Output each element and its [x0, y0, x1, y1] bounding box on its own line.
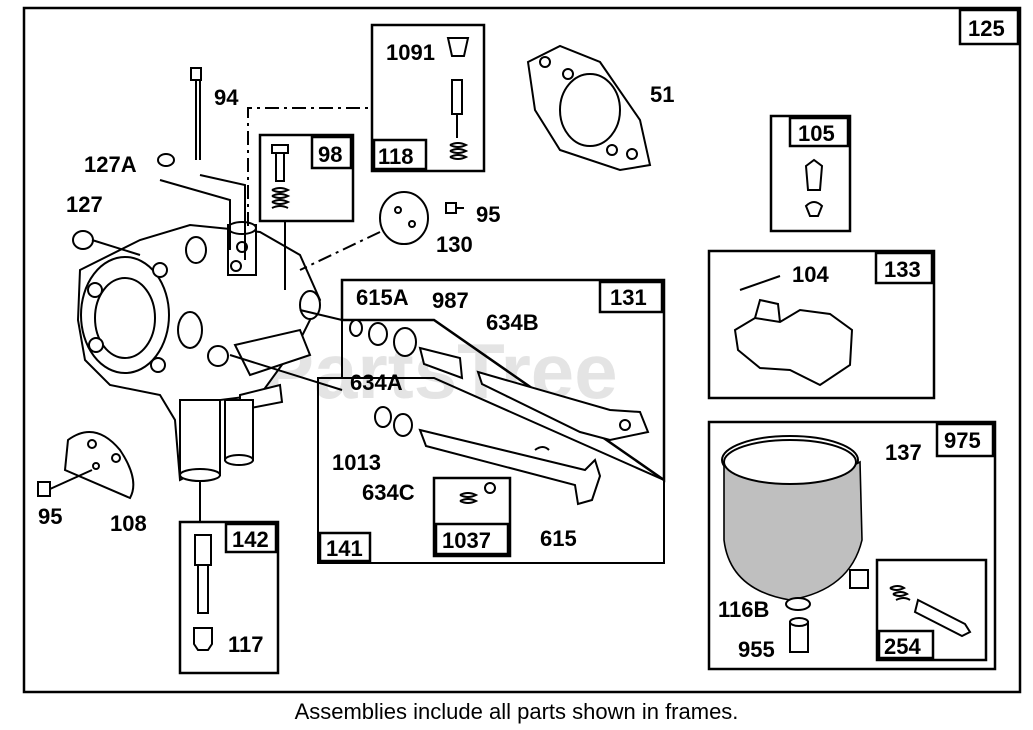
- frame-label-254: 254: [884, 634, 921, 659]
- frame-142[interactable]: [178, 520, 280, 675]
- frame-105[interactable]: [769, 114, 852, 233]
- label-987: 987: [432, 288, 469, 313]
- leader-141: [229, 354, 343, 391]
- label-127: 127: [66, 192, 103, 217]
- part-95-screw-top[interactable]: [445, 202, 464, 214]
- label-94: 94: [214, 85, 239, 110]
- label-108: 108: [110, 511, 147, 536]
- frame-118[interactable]: [370, 23, 486, 173]
- frame-141[interactable]: [317, 377, 665, 564]
- label-1013: 1013: [332, 450, 381, 475]
- label-634c: 634C: [362, 480, 415, 505]
- label-116b: 116B: [718, 597, 769, 622]
- label-955: 955: [738, 637, 775, 662]
- label-95-bottom: 95: [38, 504, 62, 529]
- part-130-plate[interactable]: [379, 191, 429, 245]
- part-95-screw-bottom[interactable]: [37, 469, 93, 497]
- frame-133[interactable]: [707, 249, 936, 400]
- frame-tag-125: [958, 8, 1020, 46]
- label-127a: 127A: [84, 152, 137, 177]
- leader-131: [299, 309, 343, 321]
- connector-130: [299, 231, 381, 271]
- part-51-gasket[interactable]: [526, 44, 652, 172]
- frame-label-125: 125: [968, 16, 1005, 41]
- frame-label-131: 131: [610, 285, 647, 310]
- label-137: 137: [885, 440, 922, 465]
- caption: Assemblies include all parts shown in fr…: [294, 699, 739, 724]
- frame-label-133: 133: [884, 257, 921, 282]
- label-130: 130: [436, 232, 473, 257]
- frame-label-1037: 1037: [442, 528, 491, 553]
- label-117: 117: [228, 632, 264, 657]
- part-127a-plug[interactable]: [157, 153, 231, 250]
- frame-label-142: 142: [232, 527, 269, 552]
- frame-label-118: 118: [378, 144, 414, 169]
- frame-label-105: 105: [798, 121, 835, 146]
- connector-118: [247, 107, 372, 226]
- frame-131[interactable]: [340, 278, 666, 483]
- label-104: 104: [792, 262, 829, 287]
- frame-98[interactable]: [258, 133, 355, 223]
- main-frame: [22, 6, 1022, 694]
- label-634b: 634B: [486, 310, 539, 335]
- part-94-screw[interactable]: [190, 67, 246, 260]
- label-51: 51: [650, 82, 674, 107]
- part-108-plate[interactable]: [63, 431, 135, 500]
- frame-975[interactable]: [707, 420, 997, 671]
- carburetor-body[interactable]: [76, 221, 322, 482]
- frame-label-975: 975: [944, 428, 981, 453]
- part-127-plug[interactable]: [72, 230, 141, 256]
- label-615: 615: [540, 526, 577, 551]
- label-634a: 634A: [350, 370, 403, 395]
- label-615a: 615A: [356, 285, 409, 310]
- label-1091: 1091: [386, 40, 435, 65]
- label-95-top: 95: [476, 202, 500, 227]
- frame-label-141: 141: [326, 536, 363, 561]
- frame-label-98: 98: [318, 142, 342, 167]
